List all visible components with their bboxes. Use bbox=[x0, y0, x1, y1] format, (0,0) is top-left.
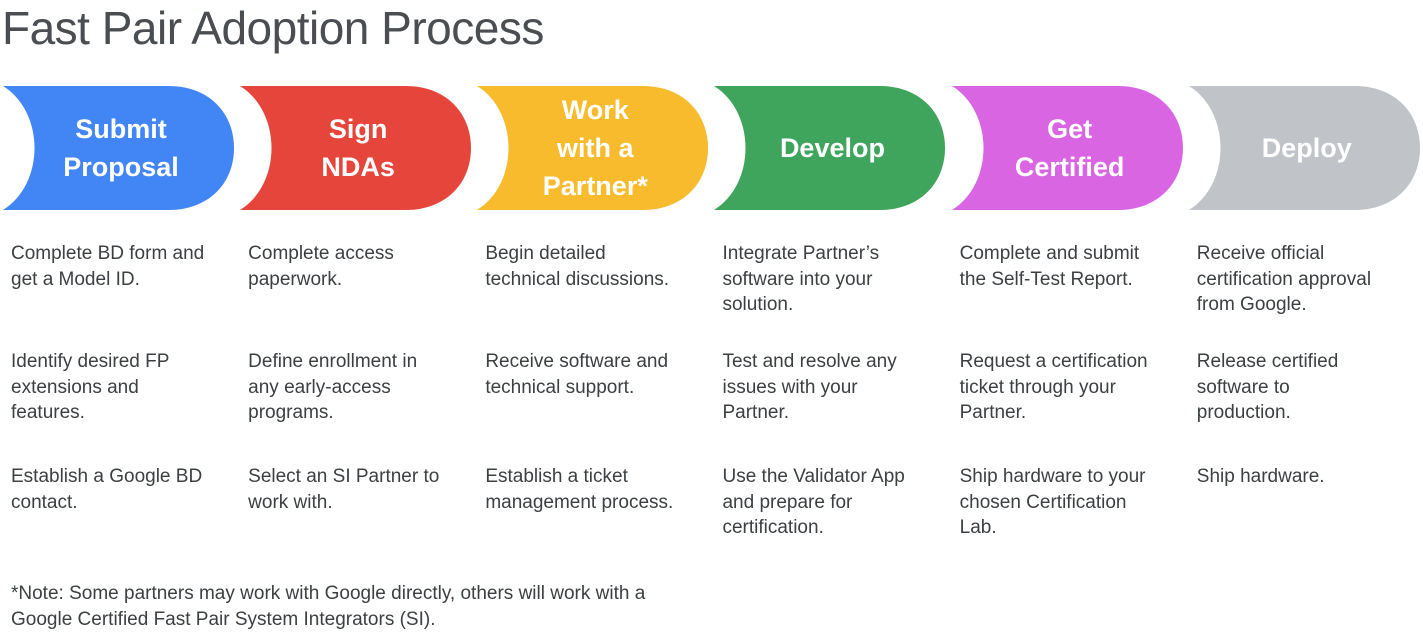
step-get-certified-3: Ship hardware to your chosen Certificati… bbox=[959, 466, 1146, 538]
stage-label-get-certified: Get Certified bbox=[1014, 114, 1125, 182]
step-sign-ndas-1: Complete access paperwork. bbox=[248, 243, 394, 290]
page-title: Fast Pair Adoption Process bbox=[2, 2, 544, 54]
stage-shape-work-with-a-partner bbox=[477, 86, 709, 210]
footnote: *Note: Some partners may work with Googl… bbox=[11, 583, 646, 630]
step-get-certified-2: Request a certification ticket through y… bbox=[959, 351, 1148, 423]
step-deploy-3: Ship hardware. bbox=[1196, 466, 1325, 487]
step-sign-ndas-3: Select an SI Partner to work with. bbox=[248, 466, 440, 513]
stage-shape-sign-ndas bbox=[240, 86, 472, 210]
stage-ribbon-shape bbox=[477, 86, 709, 210]
steps-row-1: Complete BD form and get a Model ID. Com… bbox=[0, 241, 1423, 318]
step-work-with-a-partner-1: Begin detailed technical discussions. bbox=[485, 243, 670, 290]
stage-label-sign-ndas: Sign NDAs bbox=[321, 114, 395, 182]
stage-ribbon-shape bbox=[1188, 86, 1420, 210]
stage-ribbon-shape bbox=[951, 86, 1183, 210]
stage-deploy: Deploy bbox=[1186, 86, 1423, 210]
stage-label-submit-proposal: Submit Proposal bbox=[63, 114, 179, 182]
step-develop-1: Integrate Partner’s software into your s… bbox=[722, 243, 880, 315]
stage-shape-develop bbox=[714, 86, 946, 210]
step-work-with-a-partner-3: Establish a ticket management process. bbox=[485, 466, 674, 513]
step-develop-2: Test and resolve any issues with your Pa… bbox=[722, 351, 897, 423]
step-get-certified-1: Complete and submit the Self-Test Report… bbox=[959, 243, 1140, 290]
stage-shape-submit-proposal bbox=[3, 86, 234, 210]
step-deploy-1: Receive official certification approval … bbox=[1196, 243, 1372, 315]
stage-label-develop: Develop bbox=[779, 133, 885, 163]
stage-submit-proposal: Submit Proposal bbox=[0, 86, 237, 210]
steps-row-3: Establish a Google BD contact. Select an… bbox=[0, 464, 1423, 541]
step-submit-proposal-3: Establish a Google BD contact. bbox=[11, 466, 203, 513]
step-develop-3: Use the Validator App and prepare for ce… bbox=[722, 466, 905, 538]
steps-row-2: Identify desired FP extensions and featu… bbox=[0, 349, 1423, 426]
stage-label-deploy: Deploy bbox=[1261, 133, 1352, 163]
step-sign-ndas-2: Define enrollment in any early-access pr… bbox=[248, 351, 418, 423]
stage-shape-deploy bbox=[1188, 86, 1420, 210]
stage-work-with-a-partner: Work with a Partner* bbox=[474, 86, 711, 210]
stage-label-work-with-a-partner: Work with a Partner* bbox=[542, 95, 648, 201]
stage-develop: Develop bbox=[711, 86, 948, 210]
step-submit-proposal-2: Identify desired FP extensions and featu… bbox=[11, 351, 170, 423]
stages-row: Submit Proposal Sign NDAs Work with a Pa… bbox=[0, 86, 1423, 210]
step-work-with-a-partner-2: Receive software and technical support. bbox=[485, 351, 669, 398]
stage-sign-ndas: Sign NDAs bbox=[237, 86, 474, 210]
stage-ribbon-shape bbox=[3, 86, 234, 210]
stage-ribbon-shape bbox=[240, 86, 472, 210]
step-deploy-2: Release certified software to production… bbox=[1196, 351, 1339, 423]
step-submit-proposal-1: Complete BD form and get a Model ID. bbox=[11, 243, 205, 290]
stage-ribbon-shape bbox=[714, 86, 946, 210]
stage-shape-get-certified bbox=[951, 86, 1183, 210]
stage-get-certified: Get Certified bbox=[949, 86, 1186, 210]
